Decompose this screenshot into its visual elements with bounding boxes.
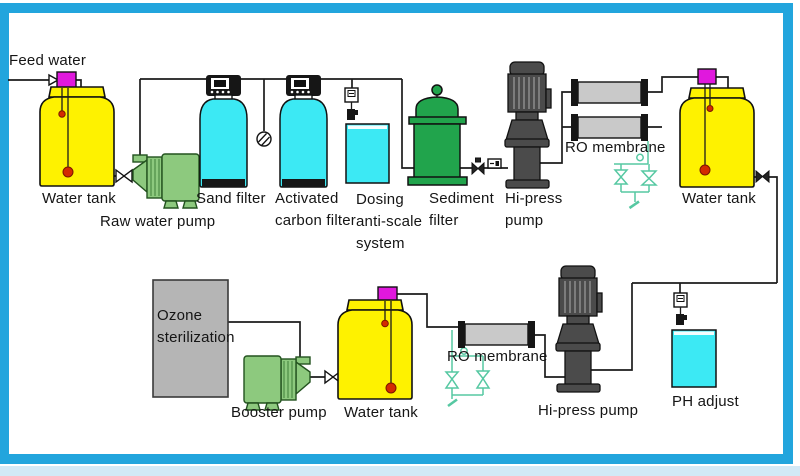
flush-valve-assembly-bottom — [444, 330, 491, 408]
label-ozone: Ozone sterilization — [157, 307, 235, 346]
water-tank-top-left — [39, 86, 115, 187]
valve-sediment-outlet-icon — [471, 157, 485, 176]
pressure-gauge-icon — [256, 131, 272, 147]
float-switch-box-product — [697, 68, 717, 85]
label-ph-adjust: PH adjust — [672, 393, 739, 410]
label-dosing-system: Dosing anti-scale system — [356, 191, 423, 252]
drain-icon — [628, 200, 640, 210]
label-sand-filter: Sand filter — [196, 190, 266, 207]
activated-carbon-filter — [279, 74, 328, 188]
label-feed-water: Feed water — [9, 52, 87, 69]
label-sediment-filter: Sediment filter — [429, 190, 494, 229]
dosing-tank — [345, 123, 390, 184]
water-tank-bottom — [337, 299, 413, 400]
label-carbon-filter: Activated carbon filter — [275, 190, 356, 229]
valve-product-tank-outlet-icon — [755, 169, 770, 184]
float-switch-icon — [381, 319, 389, 328]
ph-adjust-system — [671, 292, 717, 388]
label-hi-press-pump-2: Hi-press pump — [538, 402, 639, 419]
label-raw-water-pump: Raw water pump — [100, 213, 216, 230]
sediment-filter — [407, 84, 468, 186]
float-switch-icon — [58, 110, 66, 118]
ro-membrane-vessel-3 — [457, 320, 536, 349]
ro-membrane-vessel-1 — [570, 78, 649, 107]
label-ro-membrane-1: RO membrane — [565, 139, 666, 156]
ozone-sterilization-box — [152, 279, 229, 398]
water-tank-top-right — [679, 84, 755, 188]
drain-icon — [447, 398, 458, 408]
label-water-tank-2: Water tank — [682, 190, 756, 207]
ph-tank — [671, 329, 717, 388]
pipe-bottom-row — [228, 282, 777, 378]
label-water-tank-1: Water tank — [42, 190, 116, 207]
pressure-switch-icon — [487, 158, 502, 169]
feed-arrow-icon — [48, 73, 60, 87]
dosing-anti-scale-system — [344, 87, 390, 184]
label-water-tank-3: Water tank — [344, 404, 418, 421]
valve-tank-outlet-icon — [115, 168, 133, 184]
float-switch-icon — [699, 164, 711, 176]
float-switch-box-feed — [56, 71, 77, 89]
label-ro-membrane-2: RO membrane — [447, 348, 548, 365]
float-switch-box-bottom — [377, 286, 398, 302]
label-booster-pump: Booster pump — [231, 404, 327, 421]
sand-filter — [199, 74, 248, 188]
float-switch-icon — [62, 166, 74, 178]
label-hi-press-pump-1: Hi-press pump — [505, 190, 563, 229]
pipes — [8, 73, 778, 378]
float-switch-icon — [385, 382, 397, 394]
float-switch-icon — [706, 105, 714, 112]
flush-valve-assembly-top — [613, 141, 658, 210]
